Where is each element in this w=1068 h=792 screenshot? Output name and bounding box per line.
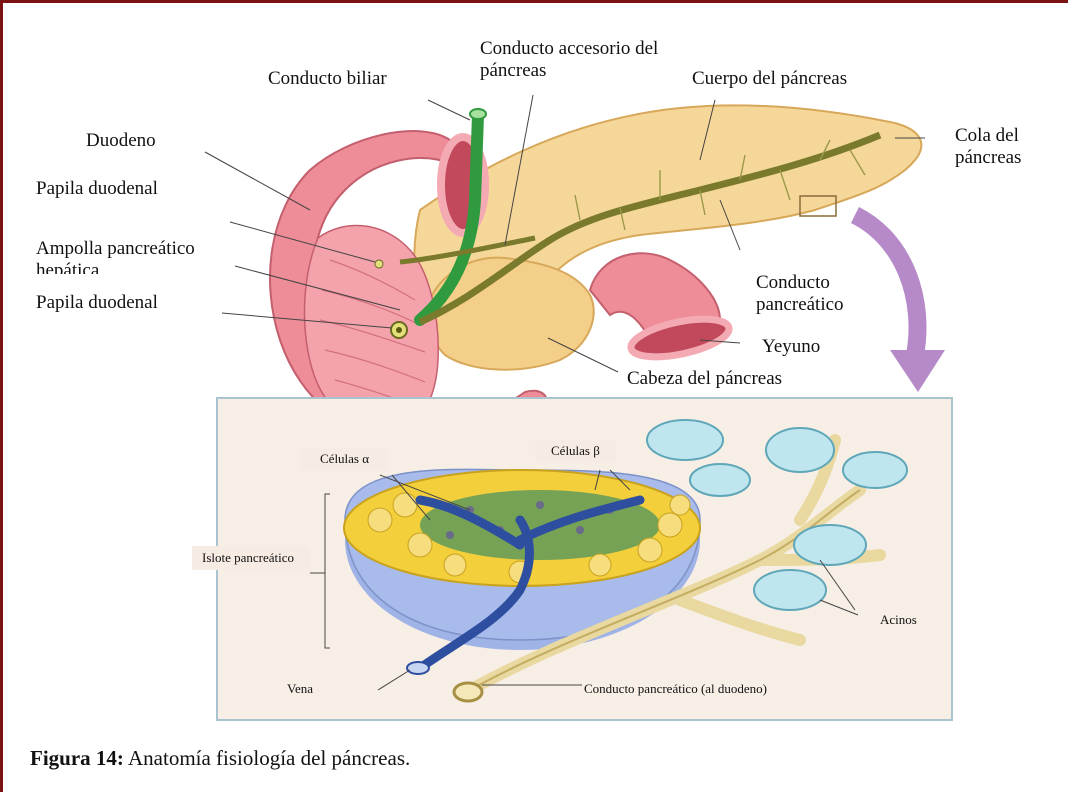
label-celulas-alfa: Células α: [300, 448, 389, 470]
label-islote: Islote pancreático: [192, 546, 310, 570]
papilla-major-center: [396, 327, 402, 333]
label-conducto-biliar: Conducto biliar: [268, 68, 387, 90]
inset-duct-opening: [454, 683, 482, 701]
caption-text: Anatomía fisiología del páncreas.: [124, 746, 410, 770]
label-cuerpo-pancreas: Cuerpo del páncreas: [692, 68, 847, 90]
label-celulas-beta: Células β: [535, 440, 616, 462]
label-papila-duodenal-2: Papila duodenal: [36, 292, 158, 314]
vein-opening: [407, 662, 429, 674]
label-cola-pancreas: Cola del páncreas: [955, 125, 1055, 169]
label-acinos: Acinos: [880, 612, 917, 628]
label-vena: Vena: [287, 681, 313, 697]
papilla-minor: [375, 260, 383, 268]
label-conducto-accesorio: Conducto accesorio del páncreas: [480, 38, 675, 82]
label-cabeza-pancreas: Cabeza del páncreas: [627, 368, 782, 390]
label-conducto-duodeno: Conducto pancreático (al duodeno): [584, 681, 767, 697]
label-papila-duodenal-1: Papila duodenal: [36, 178, 158, 200]
bile-duct-opening: [470, 109, 486, 119]
label-ampolla: Ampolla pancreático hepática: [36, 238, 236, 274]
label-duodeno: Duodeno: [86, 130, 156, 152]
caption-number: Figura 14:: [30, 746, 124, 770]
label-yeyuno: Yeyuno: [762, 336, 820, 358]
zoom-arrow-head: [890, 350, 945, 392]
label-conducto-pancreatico: Conducto pancreático: [756, 272, 876, 316]
figure-caption: Figura 14: Anatomía fisiología del páncr…: [30, 746, 410, 771]
